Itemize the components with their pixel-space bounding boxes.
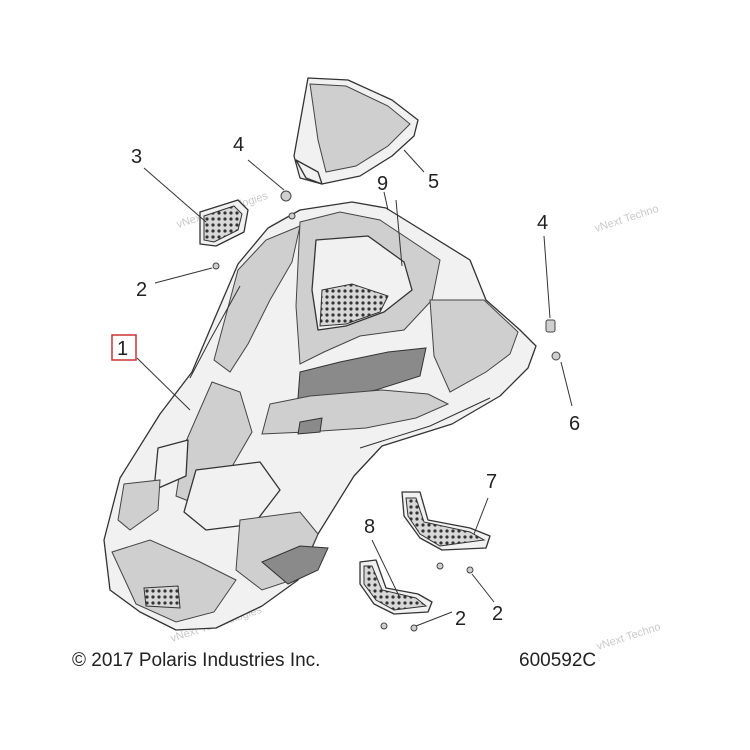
callout-9[interactable]: 9 <box>377 173 388 195</box>
part-8-side-panel <box>359 559 433 615</box>
callout-4[interactable]: 4 <box>233 134 244 156</box>
callout-1[interactable]: 1 <box>117 338 128 360</box>
callout-5[interactable]: 5 <box>428 171 439 193</box>
watermark-text: vNext Techno <box>593 203 660 235</box>
fasteners <box>212 190 561 632</box>
part-7-side-panel <box>401 491 491 551</box>
callout-2[interactable]: 2 <box>455 608 466 630</box>
callout-3[interactable]: 3 <box>131 146 142 168</box>
part-1-hood <box>103 201 537 631</box>
part-3-grille <box>199 199 249 247</box>
callout-2[interactable]: 2 <box>136 279 147 301</box>
callout-7[interactable]: 7 <box>486 471 497 493</box>
callout-6[interactable]: 6 <box>569 413 580 435</box>
watermark-text: vNext Techno <box>595 621 662 653</box>
callout-8[interactable]: 8 <box>364 516 375 538</box>
drawing-number: 600592C <box>519 650 597 671</box>
leader-lines <box>136 149 573 627</box>
callout-2[interactable]: 2 <box>492 603 503 625</box>
callout-labels: 1 2 2 2 3 4 4 5 6 7 8 9 <box>117 134 580 630</box>
part-5-windshield <box>293 77 419 185</box>
callout-4[interactable]: 4 <box>537 212 548 234</box>
callout-1-highlight-box <box>111 334 137 361</box>
copyright-notice: © 2017 Polaris Industries Inc. <box>72 650 321 671</box>
